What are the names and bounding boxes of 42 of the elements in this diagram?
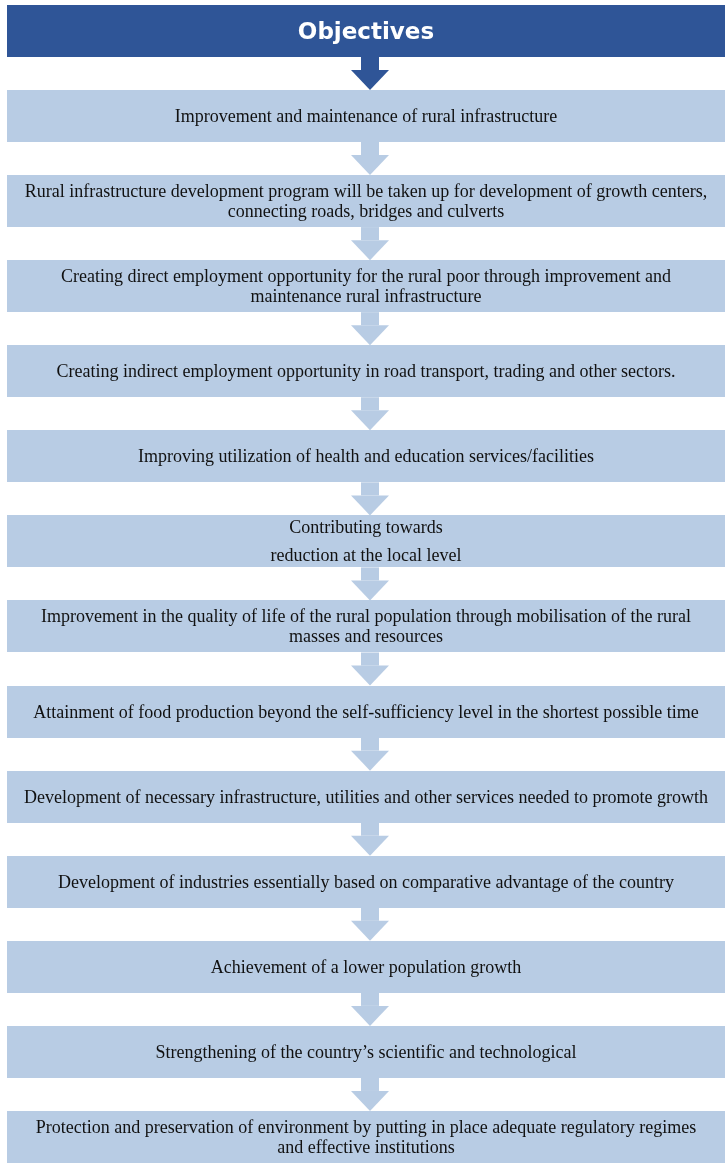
block-arrow [351,737,389,771]
objective-box [7,1110,725,1163]
block-arrow [351,907,389,941]
objective-box [7,940,725,993]
objective-box [7,260,725,313]
objective-text: Protection and preservation of environment by putting in place adequate regulatory regimes and effective institutions [34,1116,698,1157]
objective-text: Improving utilization of health and education services/facilities [138,446,594,467]
objective-box [7,345,725,398]
objective-text: Development of industries essentially based on comparative advantage of the country [58,871,674,892]
objective-text: Development of necessary infrastructure, utilities and other services needed to promote growth [24,786,708,807]
block-arrow [351,567,389,601]
block-arrow [351,142,389,176]
objective-box [7,430,725,483]
header-bar [7,5,725,57]
objective-text: reduction at the local level [270,544,462,568]
block-arrow [351,822,389,856]
objective-box [7,855,725,908]
objective-box [7,770,725,823]
block-arrow [351,312,389,346]
objective-text: Creating indirect employment opportunity in road transport, trading and other sectors. [56,361,676,382]
objective-text: Improvement and maintenance of rural infrastructure [174,106,558,126]
objective-box [7,175,725,228]
objective-text: Attainment of food production beyond the self-sufficiency level in the shortest possible time [33,701,699,722]
objective-text: Strengthening of the country’s scientific and technological [155,1041,577,1062]
objective-text: Improvement in the quality of life of the rural population through mobilisation of the rural masses and resources [40,606,692,647]
header-title: Objectives [297,17,435,45]
objective-box [7,90,725,142]
block-arrow [351,652,389,686]
block-arrow [351,1077,389,1111]
block-arrow [351,482,389,516]
block-arrow [351,992,389,1026]
objective-box [7,515,725,568]
objective-box [7,600,725,653]
objective-text: Creating direct employment opportunity for the rural poor through improvement and maintenance rural infrastructure [60,266,672,307]
objective-text: Rural infrastructure development program will be taken up for development of growth centers, connecting roads, bridges and culverts [23,181,709,222]
objective-text: Contributing towards [289,516,443,540]
objective-box [7,1025,725,1078]
block-arrow [351,227,389,261]
objective-text: Achievement of a lower population growth [210,956,522,977]
objective-box [7,685,725,738]
block-arrow [351,57,389,90]
block-arrow [351,397,389,431]
